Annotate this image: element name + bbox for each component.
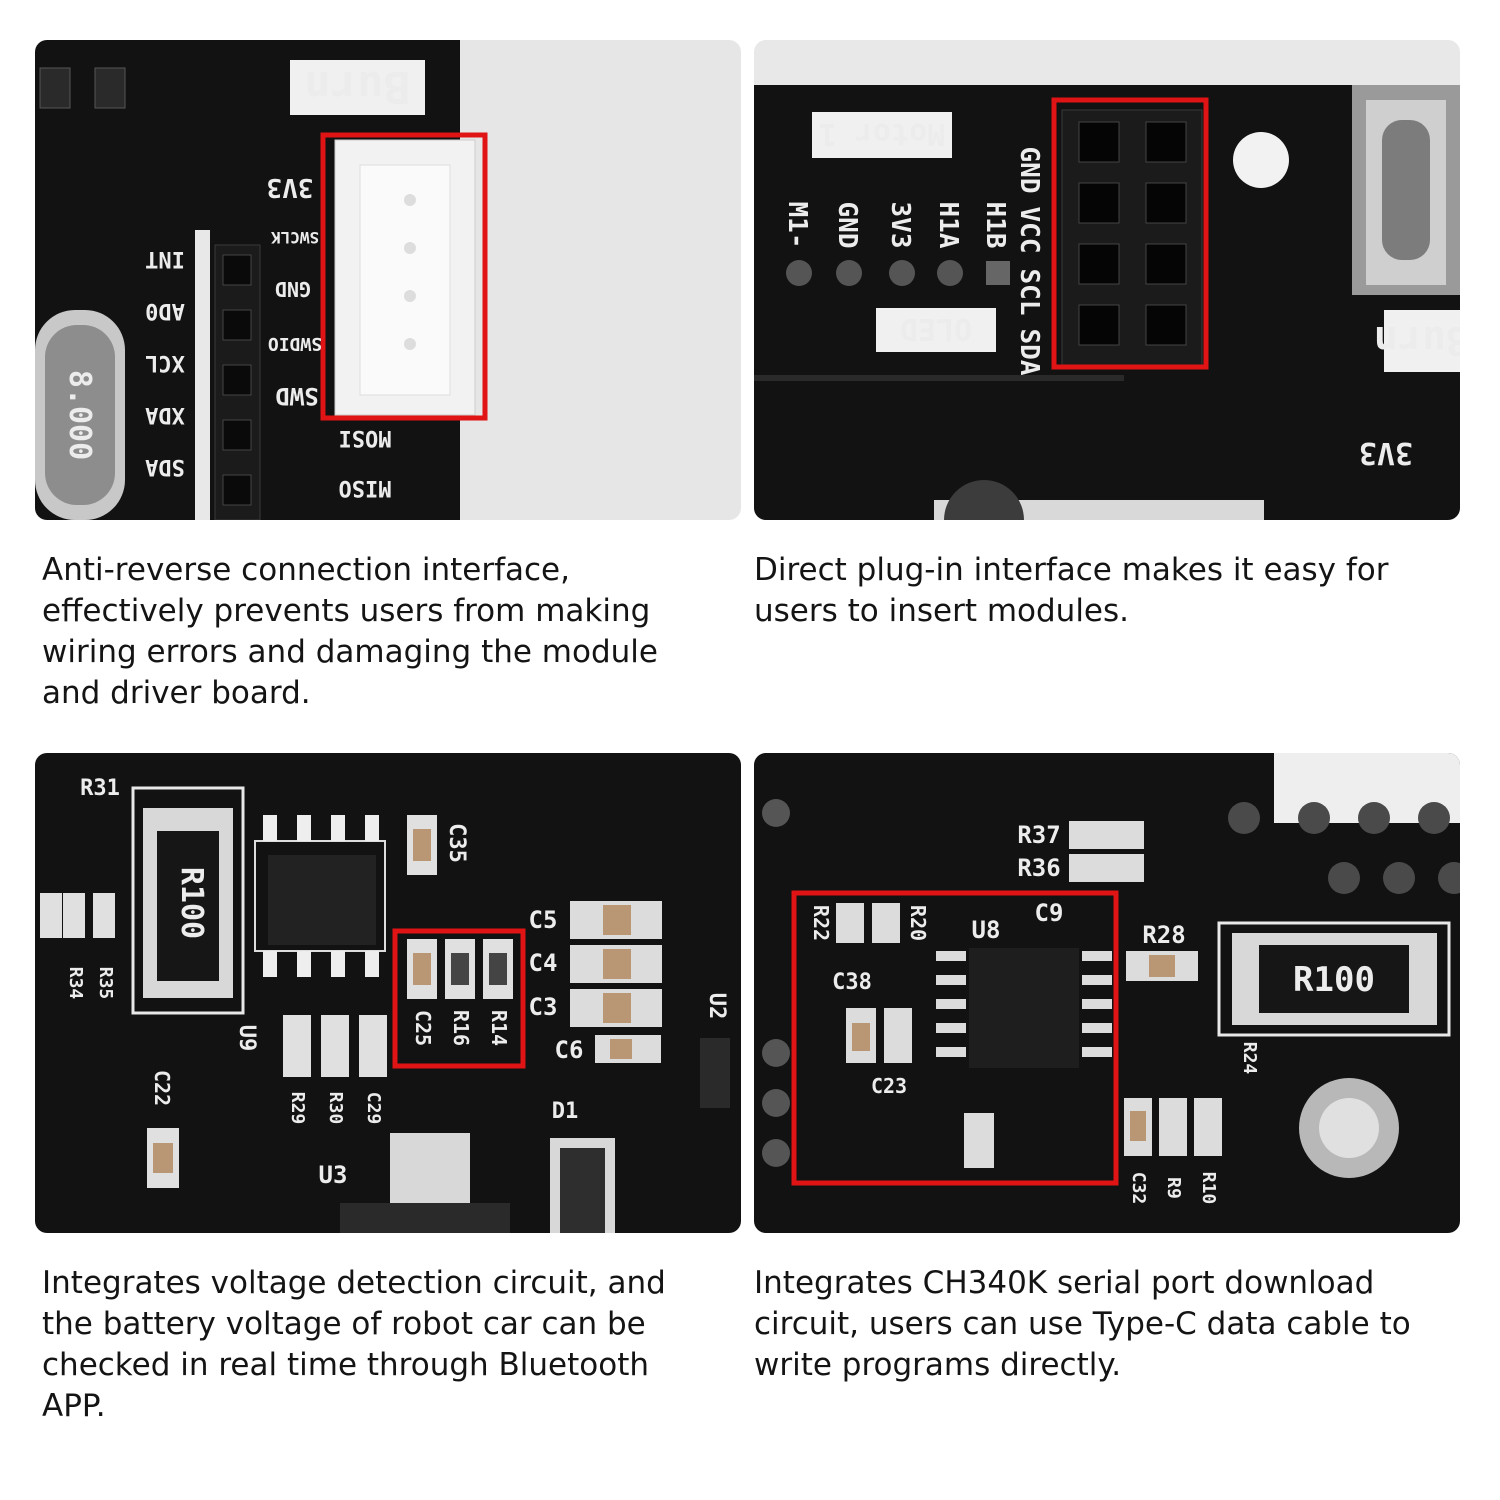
- silk-oled: OLED: [900, 311, 972, 346]
- silk-motor-1: Motor 1: [819, 116, 945, 151]
- silk-u8: U8: [972, 916, 1001, 944]
- silk-d1: D1: [552, 1099, 579, 1124]
- pcb-photo: Motor 1 GND VCC SCL SDA M1- GND 3V3 H1A …: [754, 40, 1460, 520]
- highlight-box: [791, 890, 1119, 1186]
- silk-r29: R29: [287, 1092, 308, 1125]
- silk-c38: R28: [1142, 921, 1185, 949]
- silk-r36: R36: [1017, 854, 1060, 882]
- silk-c35: C35: [444, 823, 469, 863]
- silk-c22: C22: [150, 1070, 174, 1106]
- silk-mosi: MOSI: [339, 425, 392, 450]
- silk-gnd: GND: [1014, 147, 1044, 194]
- silk-h1a: H1A: [933, 202, 963, 249]
- silk-u9: U9: [234, 1025, 259, 1052]
- silk-r100: R100: [1293, 960, 1375, 1000]
- silk-r22: R22: [809, 905, 833, 941]
- highlight-box: [320, 132, 488, 421]
- silk-sda: SDA: [145, 454, 185, 479]
- silk-gnd-2: GND: [832, 202, 862, 249]
- silk-r20: R20: [906, 905, 930, 941]
- pcb-photo: R37 R36 R22 R20 U8 C9 C38 C23 R28: [754, 753, 1460, 1233]
- silk-int: INT: [145, 246, 185, 271]
- silk-xda: XDA: [145, 402, 185, 427]
- silk-r16: R16: [449, 1010, 473, 1046]
- silk-h1b: H1B: [980, 202, 1010, 249]
- silk-c29: C29: [363, 1092, 384, 1125]
- photo-ch340k-circuit: R37 R36 R22 R20 U8 C9 C38 C23 R28: [754, 753, 1460, 1233]
- silk-r9: R9: [1163, 1177, 1184, 1199]
- silk-c4: C4: [529, 949, 558, 977]
- caption-plug-in: Direct plug-in interface makes it easy f…: [754, 552, 1389, 629]
- silk-gnd: GND: [275, 277, 311, 301]
- silk-r31: R31: [80, 776, 120, 801]
- highlight-box: [1051, 97, 1209, 370]
- silk-swdio: SWDIO: [268, 333, 322, 354]
- caption-voltage-detection: Integrates voltage detection circuit, an…: [42, 1265, 666, 1424]
- silk-ad0: AD0: [145, 298, 185, 323]
- silk-3v3: 3V3: [267, 172, 314, 202]
- silk-r30: R30: [325, 1092, 346, 1125]
- silk-r28: C23: [871, 1074, 907, 1098]
- caption-anti-reverse: Anti-reverse connection interface, effec…: [42, 552, 658, 711]
- silk-swclk: SWCLK: [271, 228, 320, 247]
- silk-u2: U2: [704, 993, 729, 1020]
- silk-c3: C3: [529, 993, 558, 1021]
- silk-burn: Burn: [1374, 317, 1460, 363]
- silk-crystal: 8.000: [62, 370, 97, 460]
- photo-plug-in-interface: Motor 1 GND VCC SCL SDA M1- GND 3V3 H1A …: [754, 40, 1460, 520]
- highlight-box: [392, 928, 526, 1069]
- silk-c9: C9: [1035, 899, 1064, 927]
- silk-c5: C5: [529, 906, 558, 934]
- silk-3v3: 3V3: [885, 202, 915, 249]
- caption-ch340k: Integrates CH340K serial port download c…: [754, 1265, 1411, 1383]
- silk-sda: SDA: [1014, 329, 1044, 376]
- silk-m1-minus: M1-: [782, 202, 812, 249]
- silk-c25: C25: [411, 1010, 435, 1046]
- silk-burn: Burn: [304, 61, 410, 112]
- silk-u3: U3: [319, 1161, 348, 1189]
- silk-r34: R34: [65, 967, 86, 1000]
- silk-r37: R37: [1017, 821, 1060, 849]
- silk-3v3-2: 3V3: [1359, 435, 1413, 470]
- silk-r14: R14: [487, 1010, 511, 1046]
- silk-c6: C6: [555, 1036, 584, 1064]
- photo-anti-reverse-connector: Burn 3V3 SWCLK GND SWDIO SWD MOSI MISO I…: [35, 40, 741, 520]
- silk-xcl: XCL: [145, 350, 185, 375]
- silk-swd: SWD: [275, 382, 318, 410]
- silk-vcc: VCC: [1014, 207, 1044, 254]
- pcb-photo: R31 R100 C35 C5 C4 C3 C6: [35, 753, 741, 1233]
- silk-r35: R35: [95, 967, 116, 1000]
- silk-c23: C38: [832, 970, 872, 995]
- silk-r10: R10: [1198, 1172, 1219, 1205]
- silk-c32: C32: [1128, 1172, 1149, 1205]
- silk-scl: SCL: [1014, 269, 1044, 316]
- pcb-photo: Burn 3V3 SWCLK GND SWDIO SWD MOSI MISO I…: [35, 40, 741, 520]
- silk-miso: MISO: [339, 475, 392, 500]
- photo-voltage-detection: R31 R100 C35 C5 C4 C3 C6: [35, 753, 741, 1233]
- silk-r24: R24: [1239, 1042, 1260, 1075]
- silk-r100: R100: [174, 867, 209, 939]
